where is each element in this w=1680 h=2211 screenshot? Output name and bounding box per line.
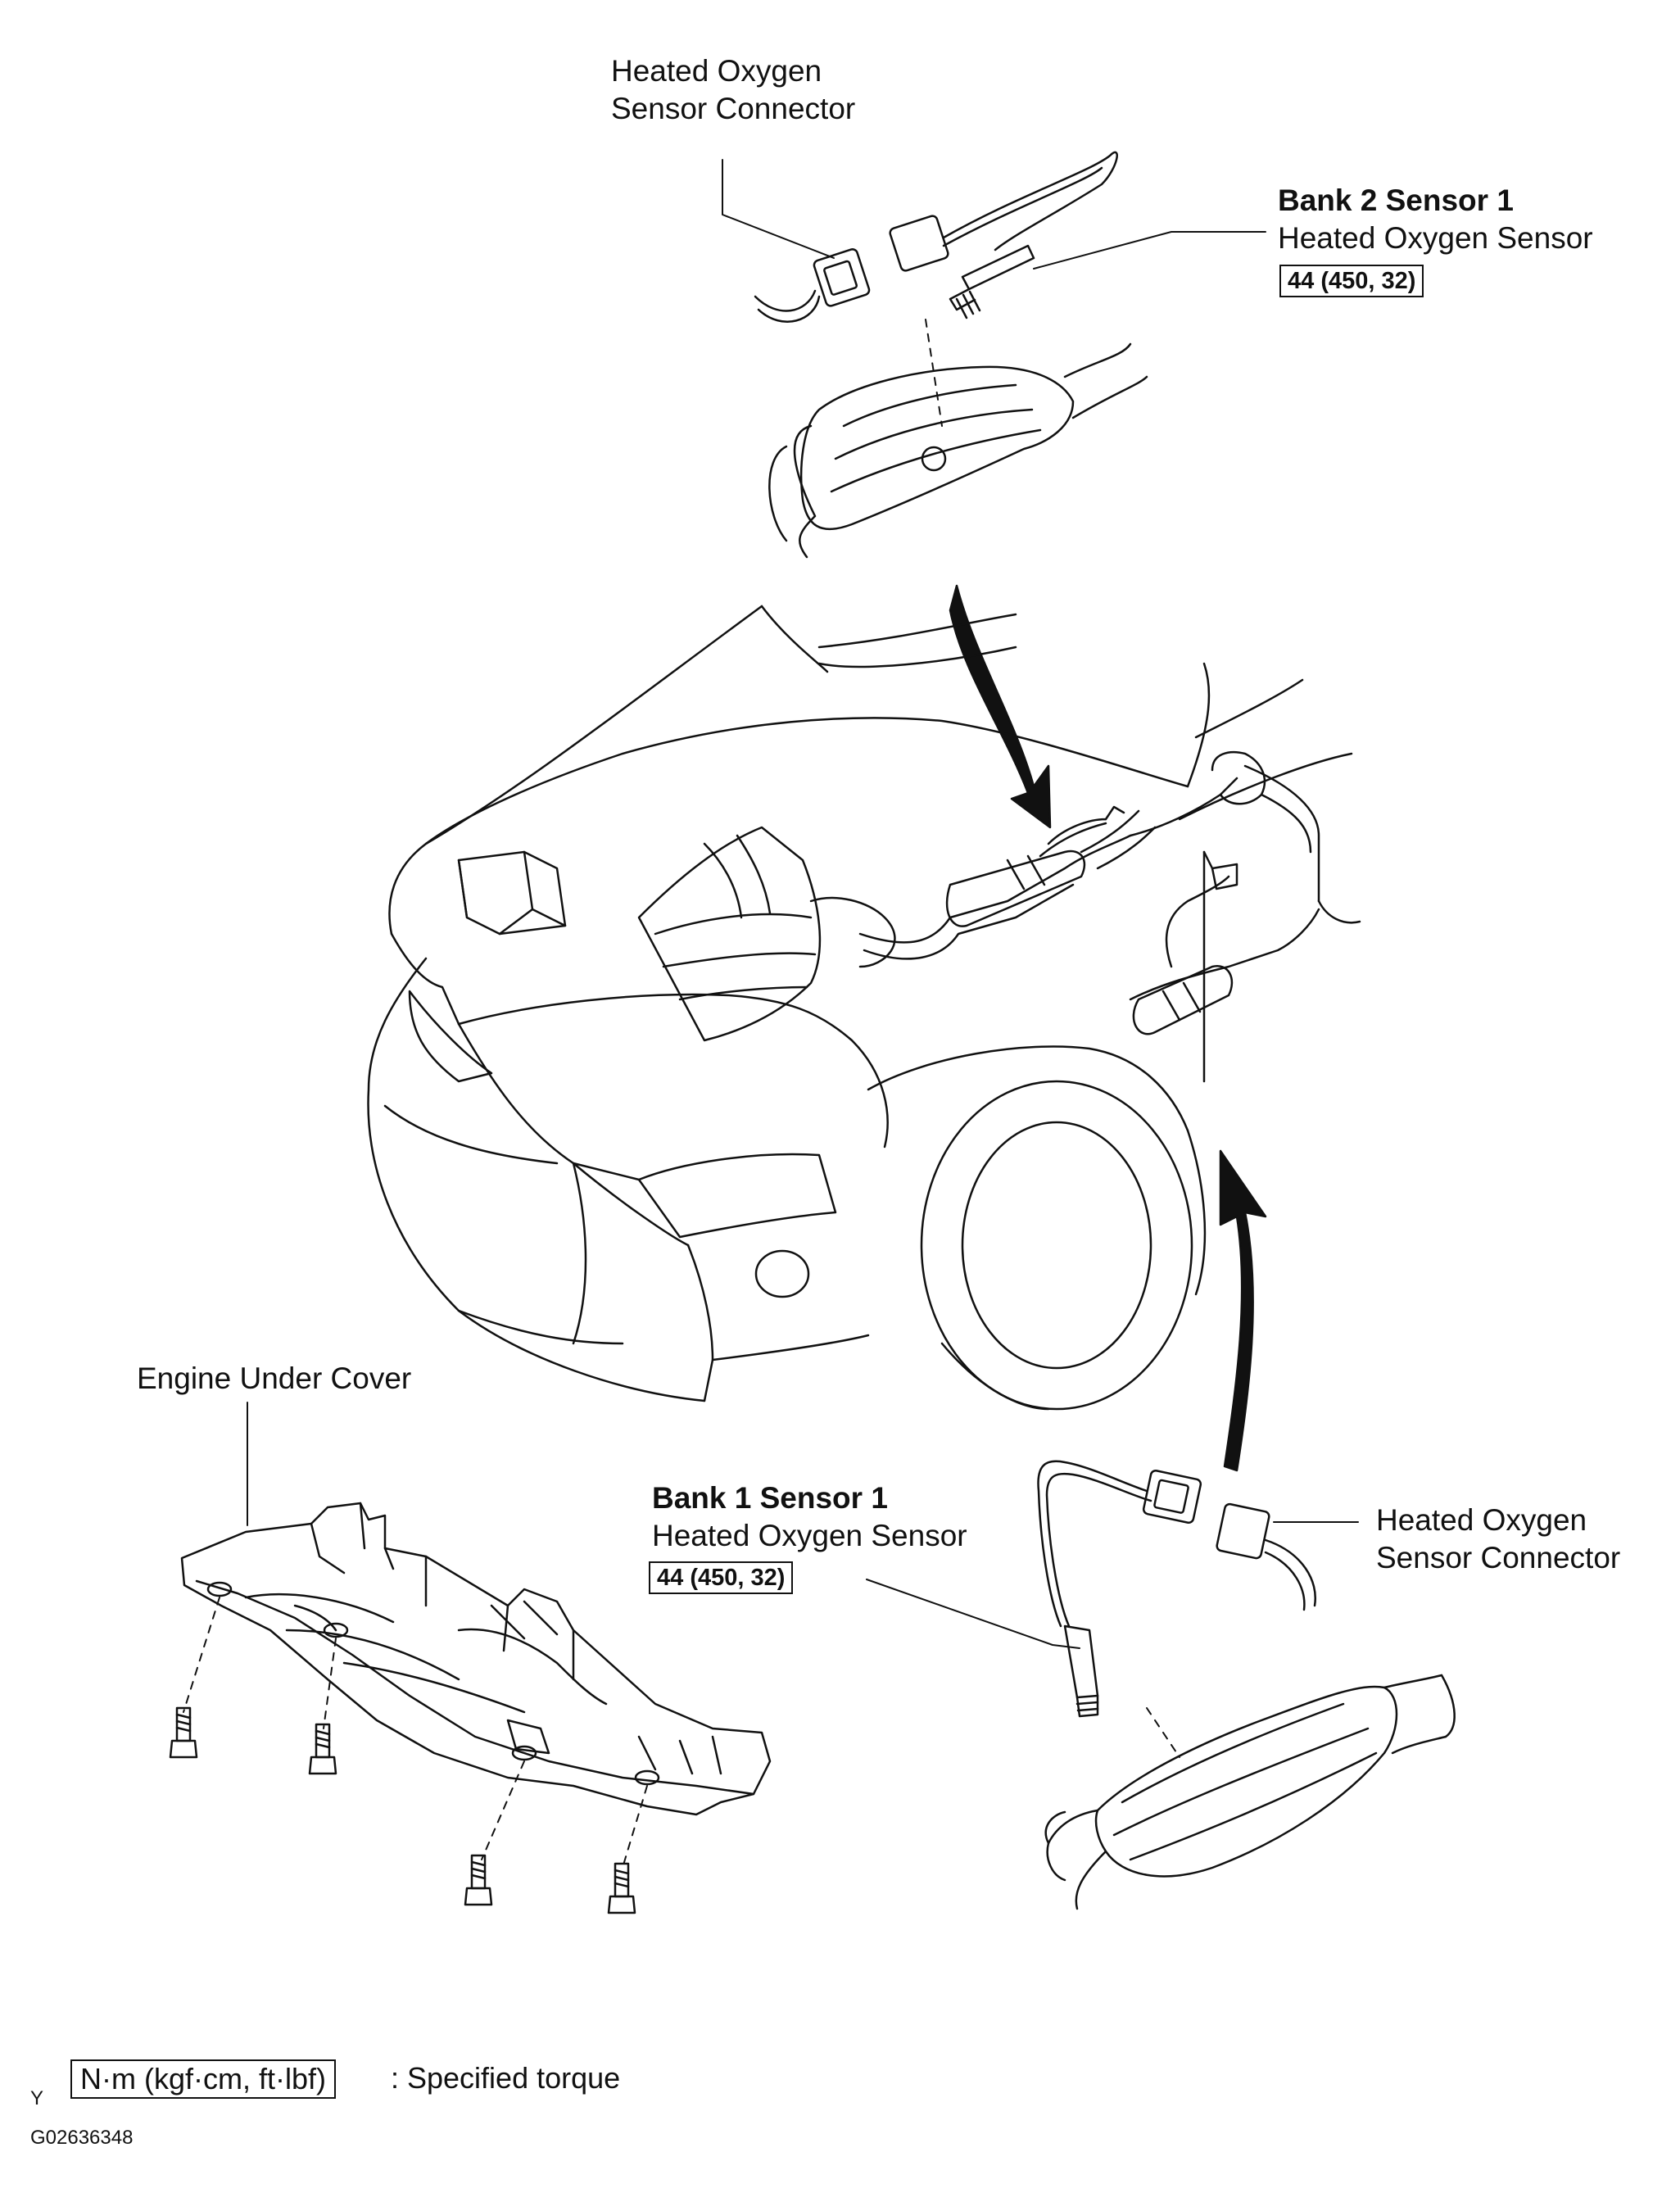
under-cover-bolts [170,1597,647,1913]
vehicle-fog-lamp [756,1251,808,1297]
right-connector-assembly [1038,1461,1315,1757]
legend-units-box: N·m (kgf·cm, ft·lbf) [70,2059,336,2099]
bank1-sensor-wire [1038,1461,1147,1626]
engine-bay [459,752,1360,1081]
bank1-sensor-body [1065,1626,1098,1716]
leader-top-connector [722,160,834,258]
under-cover-outline [182,1503,770,1815]
bank2-title: Bank 2 Sensor 1 [1278,183,1514,217]
bolt [170,1708,197,1757]
right-connector-female [1216,1503,1270,1559]
bolt [609,1864,635,1913]
right-connector-male [1143,1470,1202,1524]
arrow-to-bank2 [950,586,1050,827]
right-connector-label-line1: Heated Oxygen [1376,1503,1587,1537]
bank1-label: Bank 1 Sensor 1 Heated Oxygen Sensor [652,1479,967,1555]
exhaust-pipe-bank1 [1130,909,1319,999]
engine-block [639,827,820,1040]
bolt [310,1724,336,1774]
exhaust-pipe-bank2 [860,836,1130,942]
vehicle-body [369,606,1352,1409]
top-connector-female [813,248,870,307]
vehicle-headlight-left [410,991,491,1081]
bank2-harness-in-vehicle [1040,823,1106,856]
bank2-torque-box: 44 (450, 32) [1279,265,1424,297]
bank2-sensor-body [950,246,1034,318]
right-connector-harness [1266,1540,1315,1606]
top-connector-assembly [755,152,1117,426]
top-connector-label: Heated Oxygen Sensor Connector [611,52,855,128]
bottom-catalytic-converter [1046,1675,1455,1909]
top-connector-label-line1: Heated Oxygen [611,54,822,88]
figure-id: G02636348 [30,2127,134,2149]
top-connector-male [889,215,949,272]
vehicle-hood-outline [389,606,762,934]
bank1-torque-box: 44 (450, 32) [649,1561,794,1594]
leader-bank1-sensor [867,1579,1080,1648]
bank1-converter-in-vehicle [1134,966,1232,1034]
battery [459,852,565,934]
top-connector-label-line2: Sensor Connector [611,92,856,125]
right-connector-label-line2: Sensor Connector [1376,1541,1621,1574]
bank1-subtitle: Heated Oxygen Sensor [652,1519,967,1552]
vehicle-front-wheel [922,1081,1192,1409]
bank2-subtitle: Heated Oxygen Sensor [1278,221,1593,255]
bank1-install-dash [1147,1708,1180,1757]
top-sensor-wire [944,152,1117,250]
muffler-outlet [1212,752,1265,804]
top-catalytic-converter [769,344,1147,557]
leader-bank2-sensor [1034,232,1266,269]
bank2-label: Bank 2 Sensor 1 Heated Oxygen Sensor [1278,182,1593,257]
vehicle-grille-area [459,1024,639,1180]
exhaust-pipe-rear [1130,778,1237,836]
legend-text: : Specified torque [391,2061,621,2095]
curved-arrows [950,586,1266,1470]
vehicle-headlight-right [639,1154,835,1237]
engine-cover-label: Engine Under Cover [137,1361,412,1395]
bank1-title: Bank 1 Sensor 1 [652,1481,888,1515]
legend-marker: Y [30,2087,44,2109]
bank1-harness-in-vehicle [1166,877,1229,967]
bolt [465,1855,491,1905]
engine-under-cover [182,1503,770,1815]
vehicle-firewall [1188,664,1209,786]
bank2-converter-in-vehicle [947,851,1085,927]
leader-lines [247,160,1358,1648]
right-connector-label: Heated Oxygen Sensor Connector [1376,1502,1620,1577]
bank2-install-dash [926,319,942,426]
top-connector-harness [755,291,815,311]
arrow-to-bank1 [1220,1151,1266,1470]
